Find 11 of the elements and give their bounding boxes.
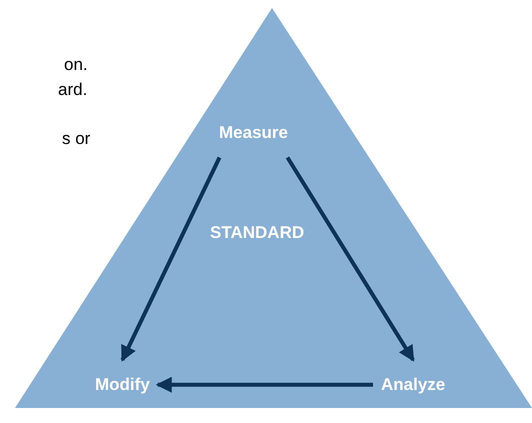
step-label: Modify [95,374,150,396]
text-fragment: s or [62,128,90,150]
triangle-label: STANDARD [210,222,304,244]
triangle [15,8,532,408]
arrow [286,156,415,362]
step-label: Measure [219,122,288,144]
step-label: Analyze [381,374,446,396]
text-fragment: on. [64,54,88,76]
arrow [120,156,222,362]
text-fragment: ard. [58,79,88,101]
arrow [156,376,373,393]
